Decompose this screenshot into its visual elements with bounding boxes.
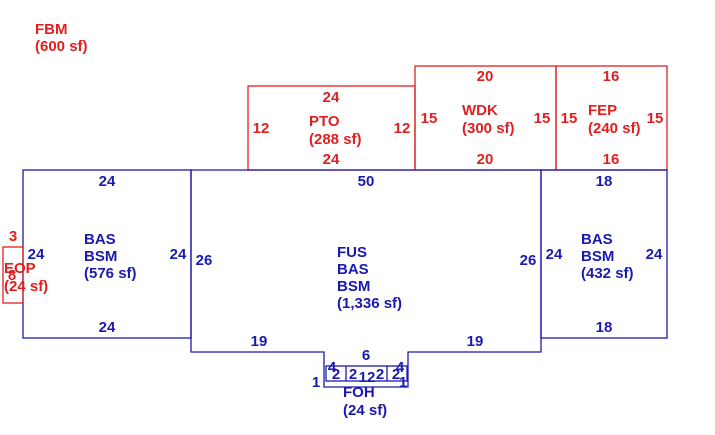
- eop-area: (24 sf): [4, 278, 48, 295]
- fep-left-dim: 15: [561, 110, 578, 127]
- pto-name: PTO: [309, 113, 340, 130]
- left-bas-bottom-dim: 24: [99, 319, 116, 336]
- eop-top-dim: 3: [9, 228, 17, 245]
- foh-left-dim: 1: [312, 374, 320, 391]
- foh-area: (24 sf): [343, 402, 387, 419]
- eop-name: EOP: [4, 260, 36, 277]
- wdk-name: WDK: [462, 102, 498, 119]
- pto-area: (288 sf): [309, 131, 362, 148]
- pto-top-dim: 24: [323, 89, 340, 106]
- foh-bottom-dim: 12: [359, 369, 376, 386]
- fus-line2: BAS: [337, 261, 369, 278]
- foh-tick-b: 4: [396, 359, 405, 376]
- fus-left-dim: 26: [196, 252, 213, 269]
- left-bas-left-dim: 24: [28, 246, 45, 263]
- fus-line3: BSM: [337, 278, 370, 295]
- right-bas-bottom-dim: 18: [596, 319, 613, 336]
- fus-right-dim: 26: [520, 252, 537, 269]
- fep-name: FEP: [588, 102, 617, 119]
- foh-inner-c: 2: [376, 366, 384, 383]
- wdk-top-dim: 20: [477, 68, 494, 85]
- right-bas-right-dim: 24: [646, 246, 663, 263]
- right-bas-left-dim: 24: [546, 246, 563, 263]
- pto-right-dim: 12: [394, 120, 411, 137]
- fus-top-dim: 50: [358, 173, 375, 190]
- right-bas-line2: BSM: [581, 248, 614, 265]
- fus-area: (1,336 sf): [337, 295, 402, 312]
- fus-line1: FUS: [337, 244, 367, 261]
- right-bas-area: (432 sf): [581, 265, 634, 282]
- right-bas-line1: BAS: [581, 231, 613, 248]
- fep-top-dim: 16: [603, 68, 620, 85]
- wdk-right-dim: 15: [534, 110, 551, 127]
- fep-right-dim: 15: [647, 110, 664, 127]
- fep-area: (240 sf): [588, 120, 641, 137]
- foh-right-dim: 1: [399, 374, 407, 391]
- wdk-bottom-dim: 20: [477, 151, 494, 168]
- fus-bottom-left-dim: 19: [251, 333, 268, 350]
- left-bas-line1: BAS: [84, 231, 116, 248]
- left-bas-top-dim: 24: [99, 173, 116, 190]
- fep-bottom-dim: 16: [603, 151, 620, 168]
- foh-tick-a: 4: [328, 359, 337, 376]
- left-bas-area: (576 sf): [84, 265, 137, 282]
- foh-name: FOH: [343, 384, 375, 401]
- foh-outline: [325, 365, 408, 382]
- left-bas-line2: BSM: [84, 248, 117, 265]
- right-bas-top-dim: 18: [596, 173, 613, 190]
- fus-bottom-right-dim: 19: [467, 333, 484, 350]
- wdk-area: (300 sf): [462, 120, 515, 137]
- pto-left-dim: 12: [253, 120, 270, 137]
- eop-side-dim: 8: [8, 267, 16, 284]
- fbm-name: FBM: [35, 21, 68, 38]
- wdk-left-dim: 15: [421, 110, 438, 127]
- eop-outline: [2, 246, 24, 304]
- foh-inner-a: 2: [332, 366, 340, 383]
- right-bas-outline: [540, 169, 668, 339]
- fbm-area: (600 sf): [35, 38, 88, 55]
- foh-inner-b: 2: [349, 366, 357, 383]
- pto-bottom-dim: 24: [323, 151, 340, 168]
- foh-inner-d: 2: [392, 366, 400, 383]
- left-bas-right-dim: 24: [170, 246, 187, 263]
- foh-top-dim: 6: [362, 347, 370, 364]
